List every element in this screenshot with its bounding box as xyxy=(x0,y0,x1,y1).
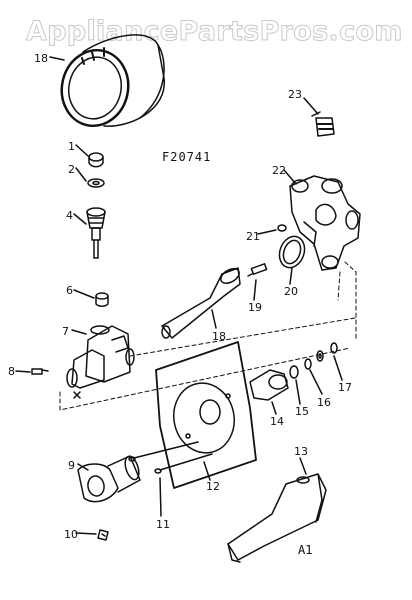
callout-11: 11 xyxy=(156,518,170,531)
extension-part xyxy=(161,267,241,339)
leader-24 xyxy=(303,97,319,115)
stem-part xyxy=(86,207,106,259)
callout-22: 21 xyxy=(246,230,260,243)
leader-9 xyxy=(77,463,89,471)
leader-22 xyxy=(257,229,277,235)
fitting-part xyxy=(311,111,335,137)
cap-part xyxy=(87,152,105,188)
callout-14: 14 xyxy=(270,415,284,428)
leader-7 xyxy=(71,329,87,335)
callout-7: 7 xyxy=(62,325,69,338)
callout-23: 22 xyxy=(272,164,286,177)
leader-21 xyxy=(289,267,293,285)
handle-part xyxy=(77,455,141,503)
callout-8: 8 xyxy=(8,365,15,378)
screw-11-part xyxy=(128,441,213,474)
callout-6: 6 xyxy=(66,284,73,297)
leader-10 xyxy=(75,532,97,535)
callout-17: 16 xyxy=(317,396,331,409)
callout-16: 15 xyxy=(295,405,309,418)
pin-part xyxy=(247,263,268,277)
callout-4: 4 xyxy=(66,209,73,222)
callout-18: 17 xyxy=(338,381,352,394)
leader-19 xyxy=(211,309,217,329)
screw-10-part xyxy=(97,529,109,541)
callout-2: 2 xyxy=(68,163,75,176)
callout-20: 19 xyxy=(248,301,262,314)
rings-part xyxy=(289,342,338,379)
leader-8 xyxy=(15,370,31,373)
o-ring-part xyxy=(277,224,287,232)
sleeve-part xyxy=(60,34,165,128)
leader-4 xyxy=(73,213,87,225)
screw-8-part xyxy=(31,368,49,375)
callout-12: 12 xyxy=(206,480,220,493)
callout-21: 20 xyxy=(284,285,298,298)
valve-housing-part xyxy=(289,175,361,271)
callout-19: 18 xyxy=(212,330,226,343)
watermark: AppliancePartsPros.com xyxy=(26,16,403,48)
diagram-code: F20741 xyxy=(162,150,212,164)
leader-20 xyxy=(253,279,257,301)
leader-12 xyxy=(203,461,211,481)
diverter-knob-part xyxy=(249,369,289,401)
escutcheon-plate-part xyxy=(155,341,257,489)
callout-15: 18 xyxy=(34,52,48,65)
valve-body-part xyxy=(66,325,135,399)
leaders-1-2 xyxy=(75,144,89,182)
callout-13: 13 xyxy=(294,445,308,458)
leader-6 xyxy=(73,289,95,299)
gasket-part xyxy=(278,235,306,269)
callout-10: 10 xyxy=(64,528,78,541)
alignment-lines xyxy=(59,261,357,411)
leader-11 xyxy=(159,477,162,517)
callout-24: 23 xyxy=(288,88,302,101)
callout-1: 1 xyxy=(68,140,75,153)
nut-part xyxy=(95,292,109,307)
leader-13 xyxy=(299,457,307,475)
leader-14 xyxy=(271,401,277,415)
callout-9: 9 xyxy=(68,459,75,472)
model-code: A1 xyxy=(298,543,313,557)
leader-15 xyxy=(49,56,65,61)
